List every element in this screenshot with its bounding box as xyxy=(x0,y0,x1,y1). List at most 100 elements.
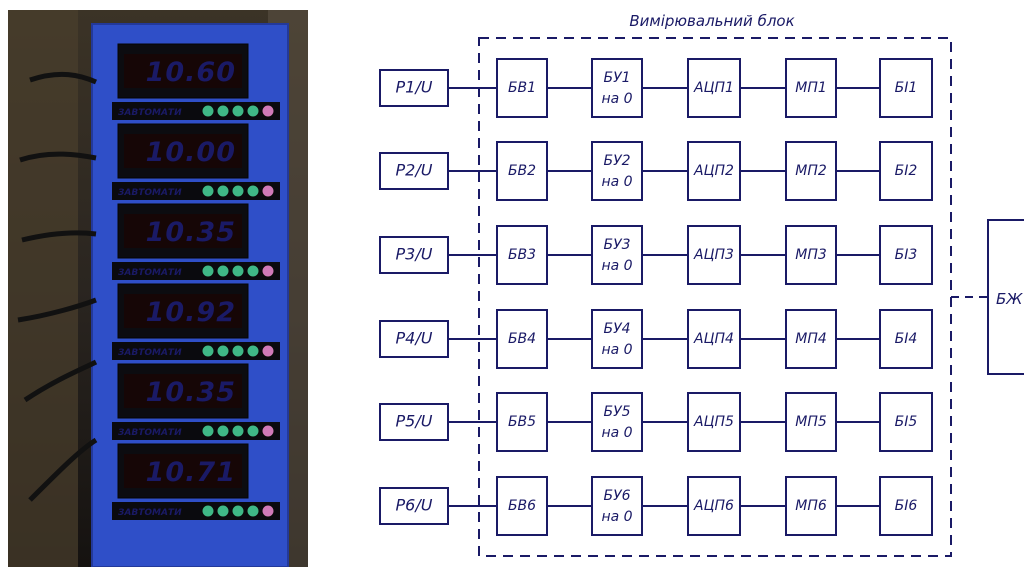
bv-label: БВ3 xyxy=(508,247,536,263)
meter-button xyxy=(262,345,274,357)
bu-sublabel: на 0 xyxy=(601,342,632,358)
mp-label: МП5 xyxy=(795,414,827,430)
meter-button xyxy=(217,505,229,517)
bu-sublabel: на 0 xyxy=(601,258,632,274)
panel-brand-label: ЗАВТОМАТИ xyxy=(118,428,182,438)
bu-block xyxy=(592,477,642,535)
sensor-label: P3/U xyxy=(396,245,433,264)
panel-brand-label: ЗАВТОМАТИ xyxy=(118,508,182,518)
wall-left xyxy=(8,10,78,567)
bu-label: БУ4 xyxy=(603,321,630,337)
adc-label: АЦП3 xyxy=(693,247,734,263)
adc-label: АЦП1 xyxy=(693,80,734,96)
bu-label: БУ2 xyxy=(603,153,630,169)
meter-button xyxy=(202,425,214,437)
meter-button xyxy=(247,505,259,517)
meter-reading: 10.00 xyxy=(146,137,236,168)
adc-label: АЦП6 xyxy=(693,498,734,514)
meter-button xyxy=(232,185,244,197)
measuring-block-title: Вимірювальний блок xyxy=(629,12,794,30)
bv-label: БВ6 xyxy=(508,498,536,514)
meter-button xyxy=(202,105,214,117)
meter-button xyxy=(247,185,259,197)
meter-button xyxy=(247,345,259,357)
meter-button xyxy=(202,345,214,357)
sensor-label: P4/U xyxy=(396,329,433,348)
diagram-row: P2/U БВ2 БУ2 на 0 АЦП2 МП2 БІ2 xyxy=(380,142,932,200)
bi-label: БІ4 xyxy=(895,331,918,347)
bv-label: БВ4 xyxy=(508,331,536,347)
adc-label: АЦП2 xyxy=(693,163,734,179)
block-diagram: Вимірювальний блок P1/U БВ1 БУ1 на 0 АЦП1 МП1… xyxy=(380,12,1024,556)
bu-block xyxy=(592,59,642,117)
meter-button xyxy=(232,105,244,117)
panel-brand-label: ЗАВТОМАТИ xyxy=(118,108,182,118)
bu-block xyxy=(592,310,642,368)
bi-label: БІ6 xyxy=(895,498,918,514)
sensor-label: P5/U xyxy=(396,412,433,431)
meter-reading: 10.60 xyxy=(146,57,236,88)
meter-reading: 10.92 xyxy=(146,297,236,328)
bu-label: БУ6 xyxy=(603,488,630,504)
meter-reading: 10.35 xyxy=(146,217,236,248)
meter-button xyxy=(232,265,244,277)
diagram-row: P6/U БВ6 БУ6 на 0 АЦП6 МП6 БІ6 xyxy=(380,477,932,535)
meter-button xyxy=(232,505,244,517)
meter-button xyxy=(247,425,259,437)
meter-button xyxy=(247,105,259,117)
diagram-row: P1/U БВ1 БУ1 на 0 АЦП1 МП1 БІ1 xyxy=(380,59,932,117)
bu-sublabel: на 0 xyxy=(601,509,632,525)
bv-label: БВ2 xyxy=(508,163,536,179)
meter-button xyxy=(217,105,229,117)
meter-reading: 10.71 xyxy=(146,457,236,488)
instrument-photo: 10.60ЗАВТОМАТИ10.00ЗАВТОМАТИ10.35ЗАВТОМА… xyxy=(8,10,308,567)
bv-label: БВ5 xyxy=(508,414,536,430)
meter-button xyxy=(232,425,244,437)
mp-label: МП1 xyxy=(795,80,827,96)
bi-label: БІ5 xyxy=(895,414,918,430)
meter-button xyxy=(247,265,259,277)
panel-brand-label: ЗАВТОМАТИ xyxy=(118,348,182,358)
mp-label: МП3 xyxy=(795,247,827,263)
meter-button xyxy=(262,185,274,197)
meter-reading: 10.35 xyxy=(146,377,236,408)
meter-button xyxy=(202,265,214,277)
sensor-label: P6/U xyxy=(396,496,433,515)
diagram-row: P3/U БВ3 БУ3 на 0 АЦП3 МП3 БІ3 xyxy=(380,226,932,284)
mp-label: МП2 xyxy=(795,163,827,179)
meter-button xyxy=(232,345,244,357)
meter-button xyxy=(262,505,274,517)
bu-sublabel: на 0 xyxy=(601,91,632,107)
bu-sublabel: на 0 xyxy=(601,174,632,190)
diagram-row: P4/U БВ4 БУ4 на 0 АЦП4 МП4 БІ4 xyxy=(380,310,932,368)
bu-block xyxy=(592,142,642,200)
meter-button xyxy=(202,505,214,517)
meter-button xyxy=(217,425,229,437)
bu-label: БУ3 xyxy=(603,237,630,253)
bu-block xyxy=(592,226,642,284)
sensor-label: P1/U xyxy=(396,78,433,97)
bu-label: БУ1 xyxy=(603,70,630,86)
sensor-label: P2/U xyxy=(396,161,433,180)
meter-button xyxy=(217,265,229,277)
panel-brand-label: ЗАВТОМАТИ xyxy=(118,188,182,198)
meter-button xyxy=(217,185,229,197)
bv-label: БВ1 xyxy=(508,80,536,96)
bu-block xyxy=(592,393,642,451)
bi-label: БІ1 xyxy=(895,80,918,96)
mp-label: МП6 xyxy=(795,498,827,514)
meter-button xyxy=(217,345,229,357)
bu-sublabel: на 0 xyxy=(601,425,632,441)
bzh-label: БЖ xyxy=(996,290,1023,308)
meter-button xyxy=(202,185,214,197)
bi-label: БІ3 xyxy=(895,247,918,263)
adc-label: АЦП5 xyxy=(693,414,734,430)
mp-label: МП4 xyxy=(795,331,827,347)
meter-button xyxy=(262,265,274,277)
adc-label: АЦП4 xyxy=(693,331,734,347)
meter-button xyxy=(262,105,274,117)
bi-label: БІ2 xyxy=(895,163,918,179)
panel-brand-label: ЗАВТОМАТИ xyxy=(118,268,182,278)
